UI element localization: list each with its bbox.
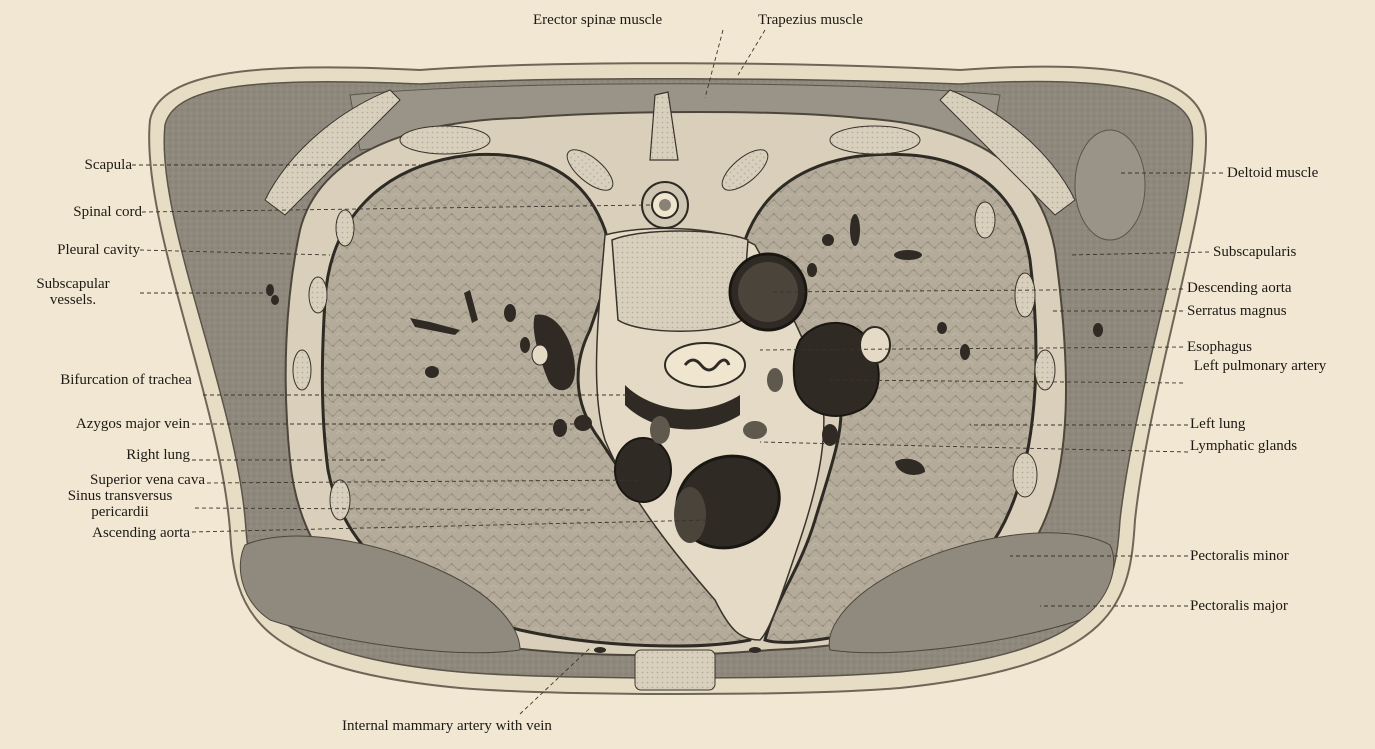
label-lymphatic-glands: Lymphatic glands (1190, 438, 1297, 454)
label-subscapularis: Subscapularis (1213, 244, 1296, 260)
label-ascending-aorta: Ascending aorta (20, 525, 190, 541)
label-internal-mammary: Internal mammary artery with vein (342, 718, 552, 734)
label-pectoralis-major: Pectoralis major (1190, 598, 1288, 614)
label-descending-aorta: Descending aorta (1187, 280, 1292, 296)
vertebra-body (612, 231, 748, 331)
label-superior-vena-cava: Superior vena cava (10, 472, 205, 488)
label-right-lung: Right lung (40, 447, 190, 463)
esophagus-shape (665, 343, 745, 387)
label-erector-spinae: Erector spinæ muscle (533, 12, 662, 28)
label-subscapular-vessels: Subscapular vessels. (18, 276, 128, 308)
label-serratus-magnus: Serratus magnus (1187, 303, 1287, 319)
label-scapula: Scapula (20, 157, 132, 173)
label-esophagus: Esophagus (1187, 339, 1252, 355)
superior-vena-cava-shape (615, 438, 671, 502)
label-trapezius: Trapezius muscle (758, 12, 863, 28)
label-left-lung: Left lung (1190, 416, 1245, 432)
label-deltoid: Deltoid muscle (1227, 165, 1318, 181)
label-left-pulmonary-artery: Left pulmonary artery (1185, 358, 1335, 374)
label-sinus-transversus: Sinus transversus pericardii (40, 488, 200, 520)
label-azygos-vein: Azygos major vein (10, 416, 190, 432)
label-bifurcation-trachea: Bifurcation of trachea (56, 372, 196, 388)
label-spinal-cord: Spinal cord (10, 204, 142, 220)
label-pleural-cavity: Pleural cavity (0, 242, 140, 258)
label-pectoralis-minor: Pectoralis minor (1190, 548, 1289, 564)
